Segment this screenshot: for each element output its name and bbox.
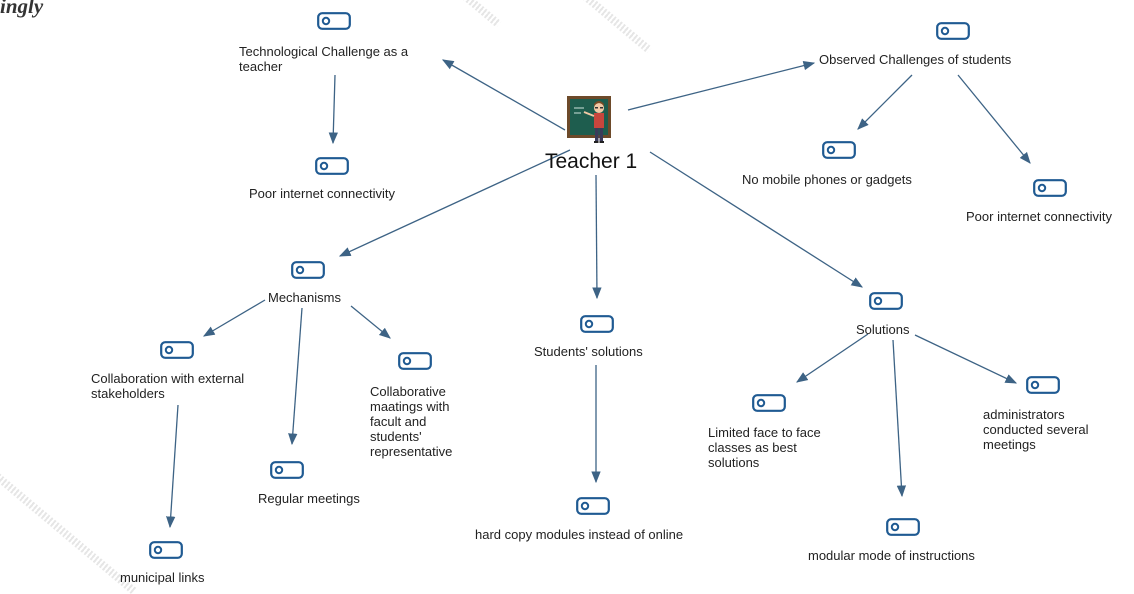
edge-mechanisms-regular-meetings bbox=[288, 307, 303, 446]
node-label-observed-challenges: Observed Challenges of students bbox=[819, 52, 1012, 67]
edge-mechanisms-collab-meetings bbox=[350, 305, 391, 339]
edge-observed-no-mobile bbox=[857, 74, 913, 130]
edge-solutions-limited-f2f bbox=[796, 333, 869, 383]
node-label-limited-f2f: Limited face to face classes as best sol… bbox=[708, 425, 821, 470]
teacher-at-chalkboard-icon bbox=[566, 94, 614, 148]
node-label-collab-external: Collaboration with external stakeholders bbox=[91, 371, 245, 401]
node-label-students-poor-internet: Poor internet connectivity bbox=[966, 209, 1112, 224]
edge-observed-students-poor-internet bbox=[957, 74, 1031, 164]
node-label-tech-challenge: Technological Challenge as a teacher bbox=[239, 44, 409, 74]
edge-root-solutions bbox=[649, 151, 863, 288]
node-label-no-mobile: No mobile phones or gadgets bbox=[742, 172, 912, 187]
concept-node-icon bbox=[580, 315, 614, 333]
concept-node-icon bbox=[270, 461, 304, 479]
concept-node-icon bbox=[291, 261, 325, 279]
edge-root-students-solutions bbox=[592, 174, 602, 300]
concept-node-icon bbox=[149, 541, 183, 559]
node-label-collab-meetings: Collaborative maatings with facult and s… bbox=[370, 384, 453, 459]
concept-node-icon bbox=[576, 497, 610, 515]
header-text-fragment: ingly bbox=[0, 0, 44, 18]
root-label: Teacher 1 bbox=[545, 150, 638, 173]
edge-root-observed-challenges bbox=[627, 61, 816, 111]
concept-node-icon bbox=[1033, 179, 1067, 197]
node-label-students-solutions: Students' solutions bbox=[534, 344, 643, 359]
concept-node-icon bbox=[869, 292, 903, 310]
concept-node-icon bbox=[160, 341, 194, 359]
node-label-admin-meetings: administrators conducted several meeting… bbox=[983, 407, 1089, 452]
node-label-hard-copy: hard copy modules instead of online bbox=[475, 527, 684, 542]
node-label-mechanisms: Mechanisms bbox=[268, 290, 341, 305]
edge-collab-external-municipal bbox=[166, 404, 179, 529]
node-label-regular-meetings: Regular meetings bbox=[258, 491, 360, 506]
concept-node-icon bbox=[822, 141, 856, 159]
node-label-solutions: Solutions bbox=[856, 322, 910, 337]
node-label-municipal-links: municipal links bbox=[120, 570, 205, 585]
concept-node-icon bbox=[936, 22, 970, 40]
edge-solutions-modular bbox=[892, 339, 907, 498]
concept-node-icon bbox=[317, 12, 351, 30]
concept-node-icon bbox=[886, 518, 920, 536]
concept-node-icon bbox=[398, 352, 432, 370]
edge-root-mechanisms bbox=[338, 149, 571, 257]
edge-mechanisms-collab-external bbox=[202, 299, 266, 337]
concept-node-icon bbox=[752, 394, 786, 412]
node-label-tech-poor-internet: Poor internet connectivity bbox=[249, 186, 395, 201]
node-label-modular-mode: modular mode of instructions bbox=[808, 548, 975, 563]
concept-node-icon bbox=[1026, 376, 1060, 394]
edge-root-tech-challenge bbox=[441, 59, 566, 131]
edge-solutions-admin bbox=[914, 334, 1018, 384]
concept-node-icon bbox=[315, 157, 349, 175]
edge-tech-challenge-poor-internet bbox=[328, 74, 338, 145]
